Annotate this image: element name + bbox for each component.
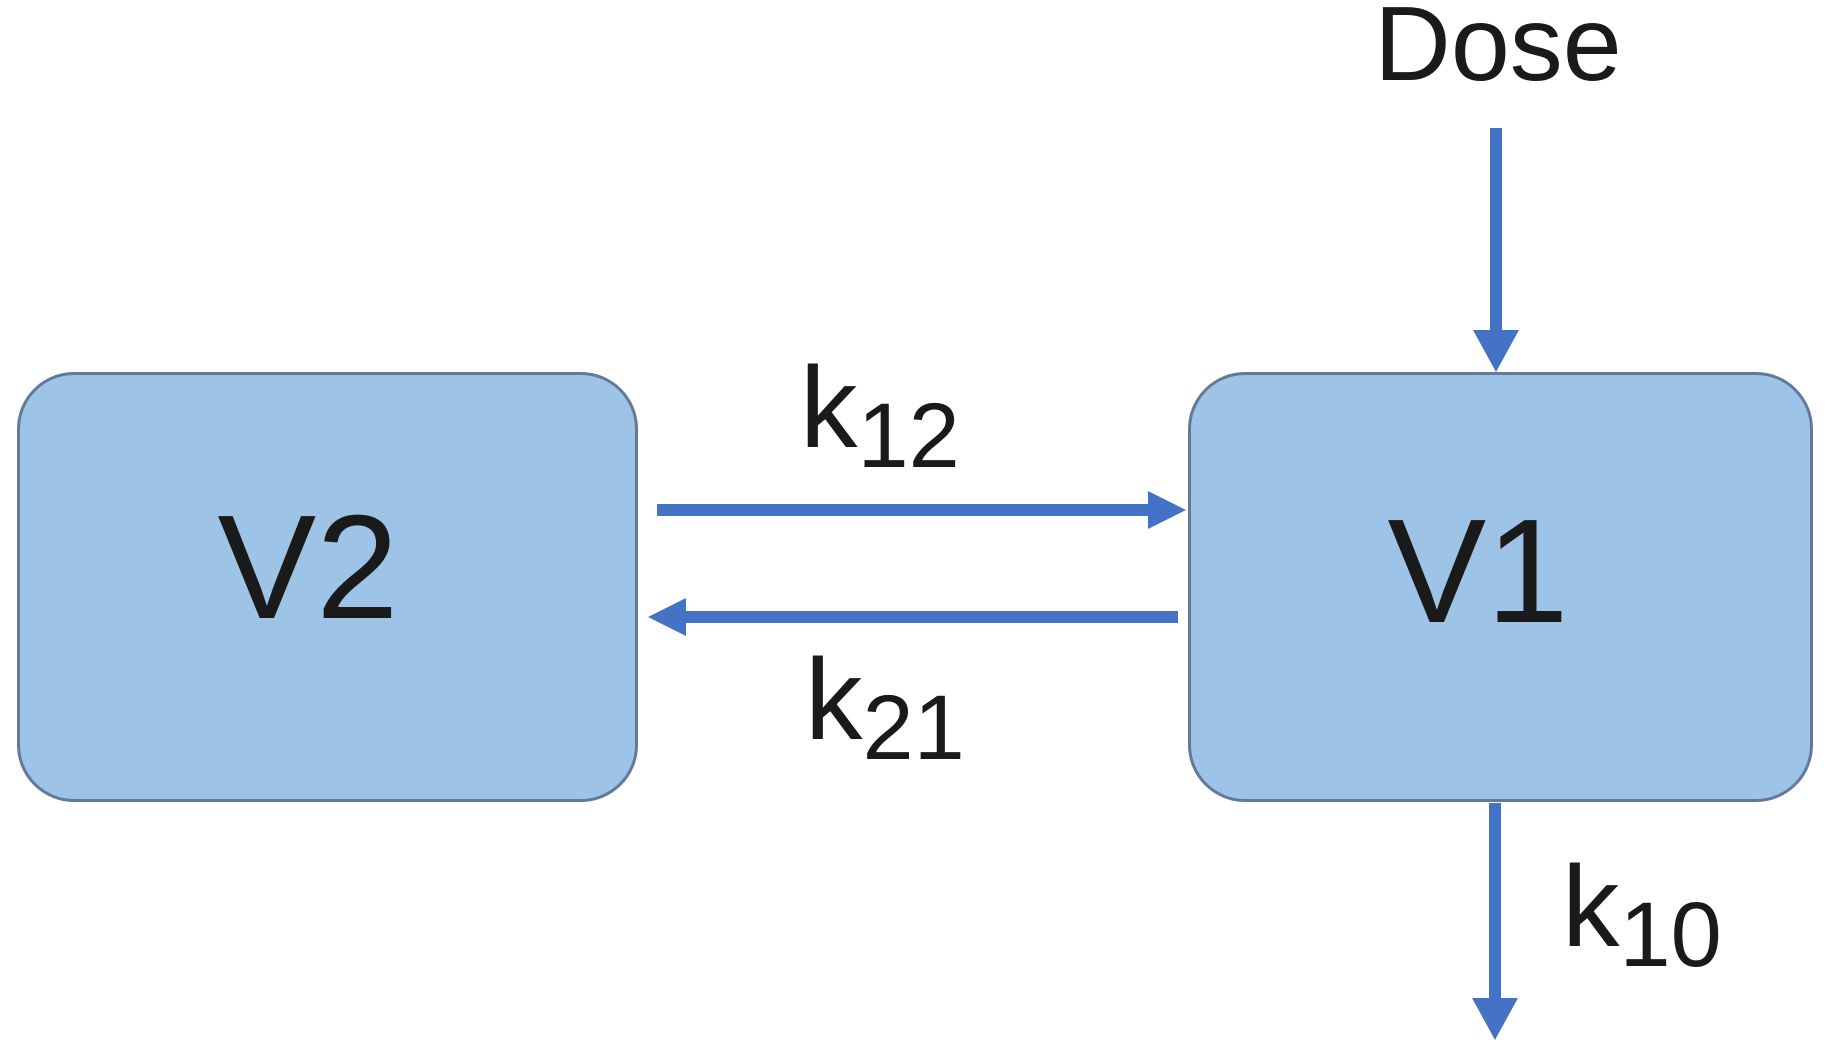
- k10-base: k: [1562, 843, 1620, 971]
- compartment-v1-box: [1188, 372, 1813, 802]
- k12-arrow: [657, 491, 1186, 529]
- k12-subscript: 12: [857, 385, 960, 487]
- compartment-v2-box: [17, 372, 638, 802]
- dose-arrow: [1473, 128, 1519, 372]
- rate-constant-k21-label: k21: [805, 643, 965, 775]
- compartment-v2-label: V2: [217, 485, 399, 650]
- k10-subscript: 10: [1619, 884, 1722, 986]
- k10-arrow: [1472, 803, 1518, 1040]
- rate-constant-k10-label: k10: [1562, 850, 1722, 982]
- k21-base: k: [805, 636, 863, 764]
- k21-arrow: [648, 598, 1178, 636]
- rate-constant-k12-label: k12: [800, 351, 960, 483]
- k12-base: k: [800, 344, 858, 472]
- dose-label: Dose: [1374, 0, 1622, 103]
- compartment-v1-label: V1: [1387, 489, 1569, 654]
- k21-subscript: 21: [862, 677, 965, 779]
